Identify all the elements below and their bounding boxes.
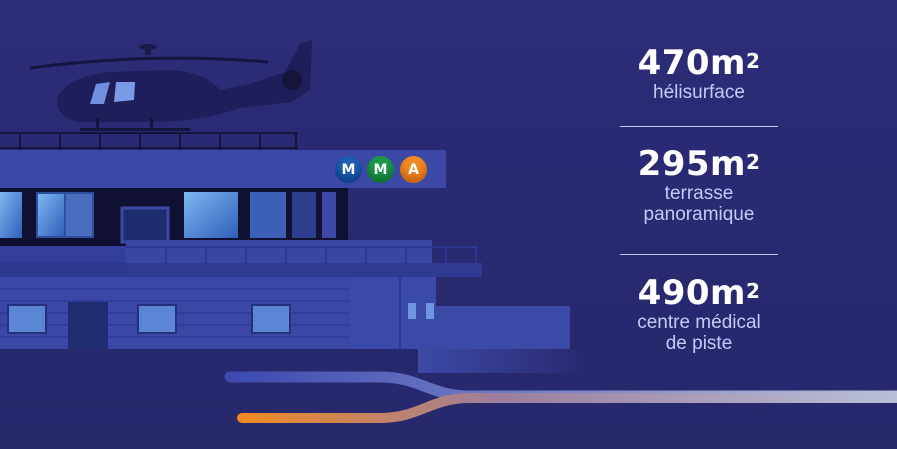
stat-value: 295m2 bbox=[637, 144, 761, 184]
stats-panel: 470m2 hélisurface 295m2 terrasse panoram… bbox=[620, 44, 778, 354]
stat-label: hélisurface bbox=[653, 82, 745, 103]
stat-centre-medical: 490m2 centre médical de piste bbox=[620, 274, 778, 354]
stat-terrasse: 295m2 terrasse panoramique bbox=[620, 145, 778, 254]
stat-value: 470m2 bbox=[637, 43, 761, 83]
divider bbox=[620, 254, 778, 255]
roof-railing bbox=[0, 132, 298, 150]
terrace bbox=[126, 240, 432, 264]
helicopter-icon bbox=[29, 40, 312, 131]
stat-label: centre médical bbox=[637, 312, 761, 333]
stat-label: panoramique bbox=[643, 204, 755, 225]
light-trails bbox=[196, 371, 897, 423]
stat-helisurface: 470m2 hélisurface bbox=[620, 44, 778, 126]
stat-label: terrasse bbox=[664, 183, 734, 204]
stat-label: de piste bbox=[665, 333, 733, 354]
divider bbox=[620, 126, 778, 127]
logo-mma-2: M bbox=[367, 156, 394, 183]
logo-mma-1: M bbox=[335, 156, 362, 183]
stat-value: 490m2 bbox=[637, 273, 761, 313]
logo-mma-3: A bbox=[400, 156, 427, 183]
